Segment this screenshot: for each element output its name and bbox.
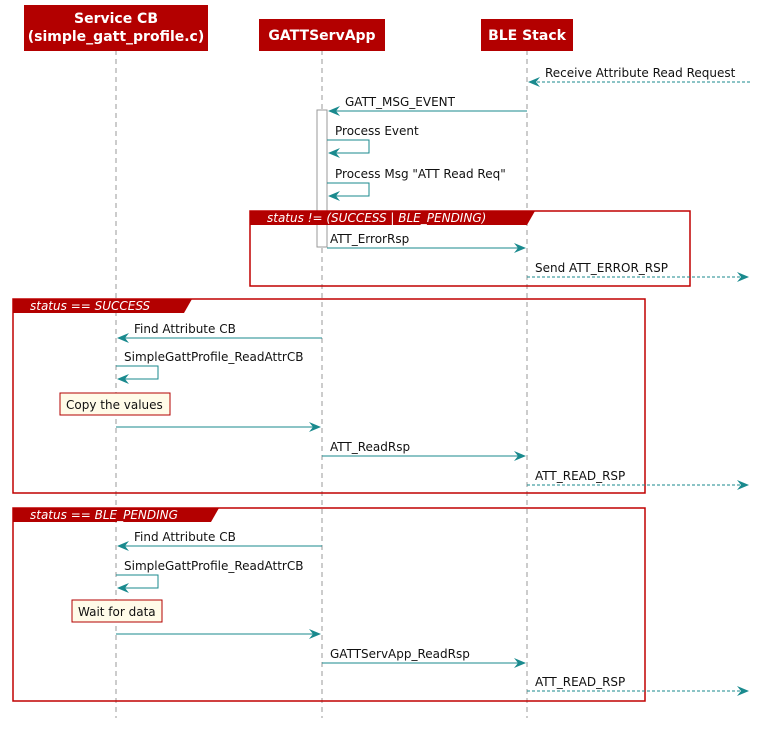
note-copy-values: Copy the values bbox=[59, 392, 171, 416]
msg-att-read-rsp-out-2: ATT_READ_RSP bbox=[535, 675, 625, 689]
participant-ble: BLE Stack bbox=[481, 19, 573, 51]
note-wait-for-data: Wait for data bbox=[71, 599, 163, 623]
frame-error: status != (SUCCESS | BLE_PENDING) bbox=[249, 210, 691, 287]
msg-read-attr-cb-1: SimpleGattProfile_ReadAttrCB bbox=[124, 350, 303, 364]
msg-process-event: Process Event bbox=[335, 124, 419, 138]
participant-gatt: GATTServApp bbox=[259, 19, 385, 51]
frame-error-label: status != (SUCCESS | BLE_PENDING) bbox=[267, 211, 486, 225]
msg-find-attribute-cb-1: Find Attribute CB bbox=[134, 322, 236, 336]
frame-success: status == SUCCESS bbox=[12, 298, 646, 494]
frame-pending: status == BLE_PENDING bbox=[12, 507, 646, 702]
msg-att-read-rsp-out-1: ATT_READ_RSP bbox=[535, 469, 625, 483]
msg-gatt-msg-event: GATT_MSG_EVENT bbox=[345, 95, 456, 109]
msg-receive-read-request: Receive Attribute Read Request bbox=[545, 66, 736, 80]
arrow-read-attr-cb-1 bbox=[116, 365, 159, 384]
arrow-read-attr-cb-2 bbox=[116, 574, 159, 593]
msg-send-att-error-rsp: Send ATT_ERROR_RSP bbox=[535, 261, 668, 275]
participant-service-name: Service CB bbox=[74, 11, 158, 27]
participant-service-file: (simple_gatt_profile.c) bbox=[28, 29, 205, 45]
frame-pending-label: status == BLE_PENDING bbox=[30, 508, 178, 522]
arrow-process-event bbox=[327, 139, 370, 158]
msg-gattservapp-read-rsp: GATTServApp_ReadRsp bbox=[330, 647, 470, 661]
msg-process-msg: Process Msg "ATT Read Req" bbox=[335, 167, 506, 181]
msg-att-error-rsp: ATT_ErrorRsp bbox=[330, 232, 409, 246]
arrow-process-msg bbox=[327, 182, 370, 201]
frame-success-label: status == SUCCESS bbox=[30, 299, 151, 313]
msg-read-attr-cb-2: SimpleGattProfile_ReadAttrCB bbox=[124, 559, 303, 573]
participant-service: Service CB (simple_gatt_profile.c) bbox=[24, 5, 208, 51]
activation-bar bbox=[316, 109, 328, 248]
participant-ble-name: BLE Stack bbox=[488, 28, 567, 44]
participant-gatt-name: GATTServApp bbox=[268, 28, 375, 44]
note-wait-for-data-text: Wait for data bbox=[78, 605, 156, 619]
msg-find-attribute-cb-2: Find Attribute CB bbox=[134, 530, 236, 544]
msg-att-read-rsp: ATT_ReadRsp bbox=[330, 440, 410, 454]
note-copy-values-text: Copy the values bbox=[66, 398, 163, 412]
